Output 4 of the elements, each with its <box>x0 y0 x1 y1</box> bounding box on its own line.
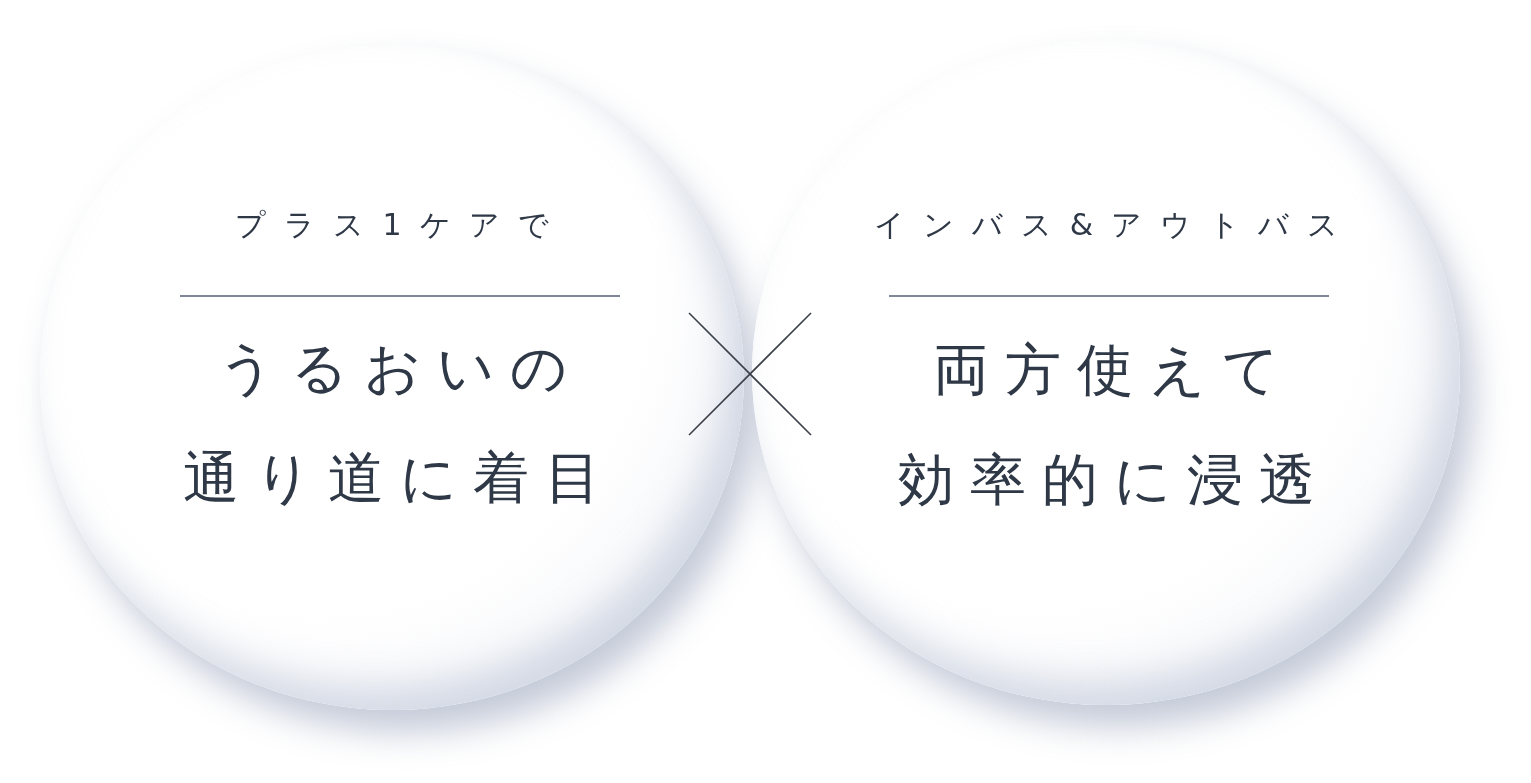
subheading: インバス&アウトバス <box>873 207 1357 242</box>
headline: 両方使えて効率的に浸透 <box>896 336 1332 514</box>
headline: うるおいの通り道に着目 <box>182 334 618 512</box>
subheading: プラス1ケアで <box>235 207 567 242</box>
